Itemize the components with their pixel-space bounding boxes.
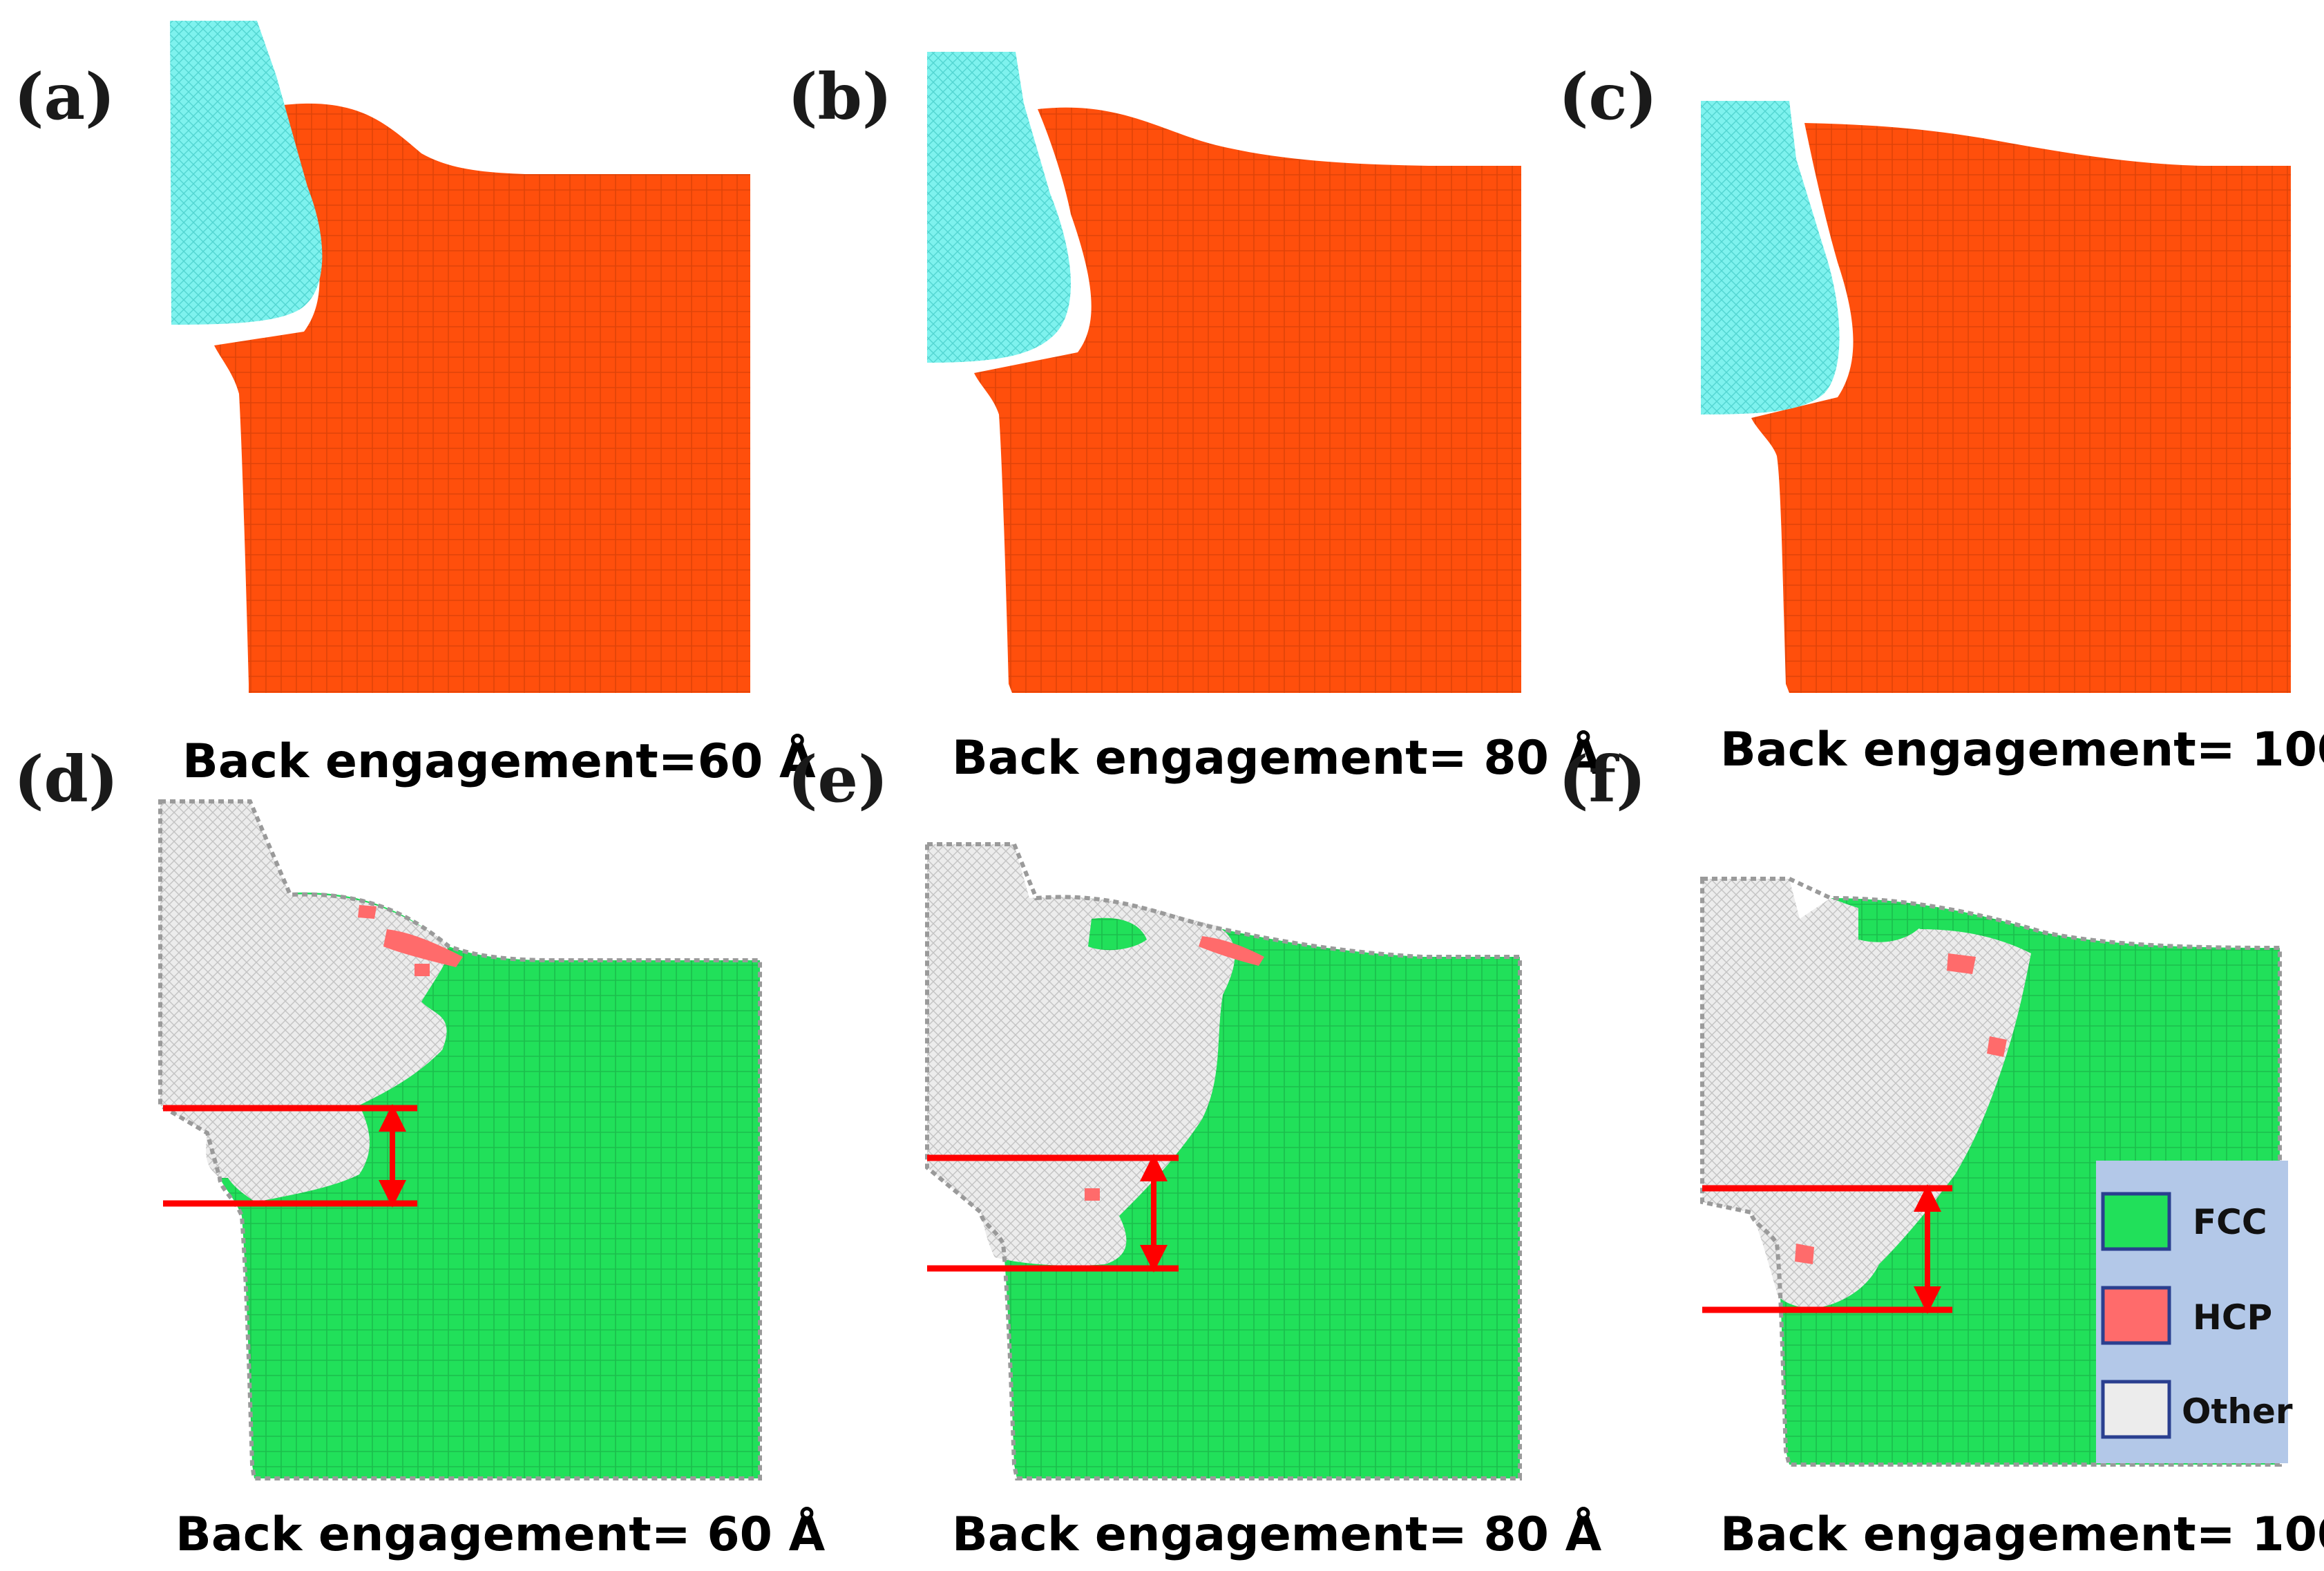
workpiece-b [974, 107, 1521, 694]
legend-swatch-hcp [2101, 1286, 2171, 1345]
panel-a: (a) Back engagement=60 Å [14, 21, 816, 789]
fcc-patch-e [1088, 917, 1147, 951]
hcp-cluster-e2 [1085, 1188, 1100, 1201]
legend-swatch-other [2101, 1380, 2171, 1439]
hcp-cluster-f1 [1947, 953, 1976, 974]
legend-label-other: Other [2182, 1391, 2293, 1431]
panel-c: (c) Back engagement= 100 Å [1559, 59, 2324, 777]
tool-a [170, 21, 323, 325]
legend-item-hcp: HCP [2101, 1286, 2272, 1345]
tool-c [1701, 101, 1840, 415]
hcp-cluster-f2 [1987, 1036, 2007, 1057]
hcp-cluster-d1 [383, 929, 463, 967]
hcp-cluster-d2 [358, 905, 377, 919]
legend-label-fcc: FCC [2193, 1202, 2267, 1242]
outline-e [925, 842, 1522, 1480]
legend-swatch-fcc [2101, 1192, 2171, 1251]
outline-d [158, 799, 762, 1480]
outline-f [1700, 877, 2282, 1467]
panel-label-c: (c) [1559, 59, 1657, 134]
tool-b [927, 52, 1071, 363]
panel-label-b: (b) [788, 59, 892, 134]
panel-d: (d) Back engagement= 60 Å [14, 742, 826, 1562]
hcp-cluster-e1 [1199, 936, 1264, 966]
caption-b: Back engagement= 80 Å [952, 730, 1602, 786]
other-region-d [160, 801, 448, 1202]
caption-d: Back engagement= 60 Å [175, 1507, 826, 1562]
panel-b: (b) Back engagement= 80 Å [788, 52, 1602, 786]
caption-a: Back engagement=60 Å [182, 734, 816, 789]
panel-label-f: (f) [1559, 742, 1646, 817]
fcc-patch-f [1858, 904, 1927, 942]
panel-label-e: (e) [788, 742, 888, 817]
workpiece-c [1751, 123, 2291, 693]
legend-item-fcc: FCC [2101, 1192, 2267, 1251]
workpiece-a [214, 103, 750, 694]
legend: FCC HCP Other [2096, 1161, 2293, 1463]
panel-e: (e) Back engagement= 80 Å [788, 742, 1602, 1562]
panel-label-a: (a) [14, 59, 115, 134]
hcp-cluster-d3 [415, 964, 430, 976]
other-region-f [1702, 879, 2031, 1309]
caption-c: Back engagement= 100 Å [1720, 722, 2324, 777]
legend-item-other: Other [2101, 1380, 2293, 1439]
hcp-cluster-f3 [1795, 1244, 1814, 1264]
caption-e: Back engagement= 80 Å [952, 1507, 1602, 1562]
panel-label-d: (d) [14, 742, 118, 817]
legend-label-hcp: HCP [2193, 1297, 2272, 1337]
caption-f: Back engagement= 100 Å [1720, 1507, 2324, 1562]
